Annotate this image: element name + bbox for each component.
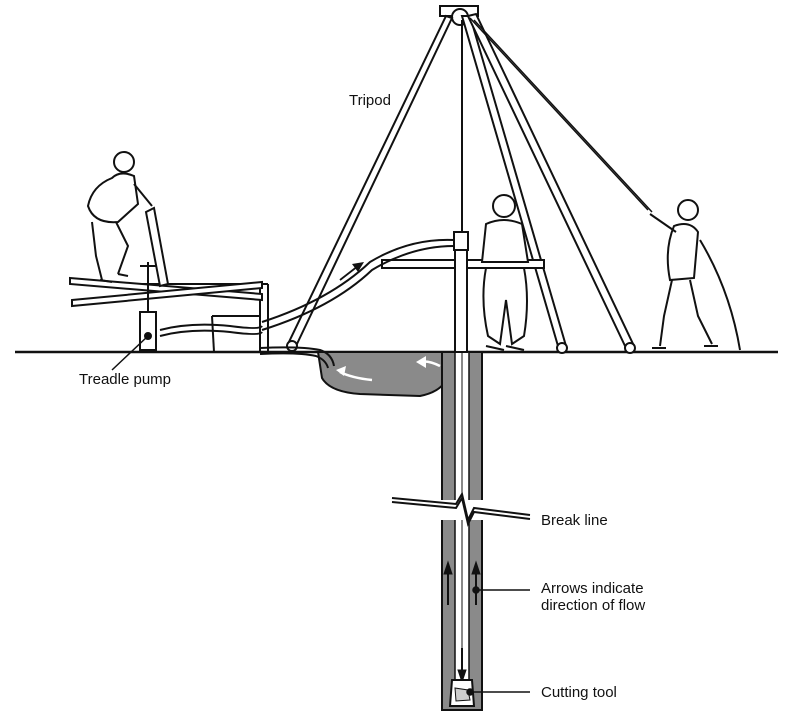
cutting-tool-label: Cutting tool xyxy=(541,684,617,701)
tripod-label: Tripod xyxy=(349,92,391,109)
tripod xyxy=(286,5,653,354)
treadle-pump xyxy=(69,206,269,353)
label-leaders xyxy=(111,335,530,696)
drill-operator xyxy=(480,194,530,351)
rope-puller xyxy=(649,199,741,351)
break-line-label: Break line xyxy=(541,512,608,529)
break-line xyxy=(388,491,531,527)
arrows-label-line2: direction of flow xyxy=(541,597,646,614)
hose xyxy=(159,238,455,369)
treadle-pump-label: Treadle pump xyxy=(79,371,171,388)
cutting-tool xyxy=(448,679,476,707)
drill-handle xyxy=(381,231,545,353)
arrows-label-line1: Arrows indicate xyxy=(541,580,644,597)
settling-pit xyxy=(316,351,450,398)
hose-flow-arrow xyxy=(339,262,364,281)
pump-operator xyxy=(86,151,153,283)
